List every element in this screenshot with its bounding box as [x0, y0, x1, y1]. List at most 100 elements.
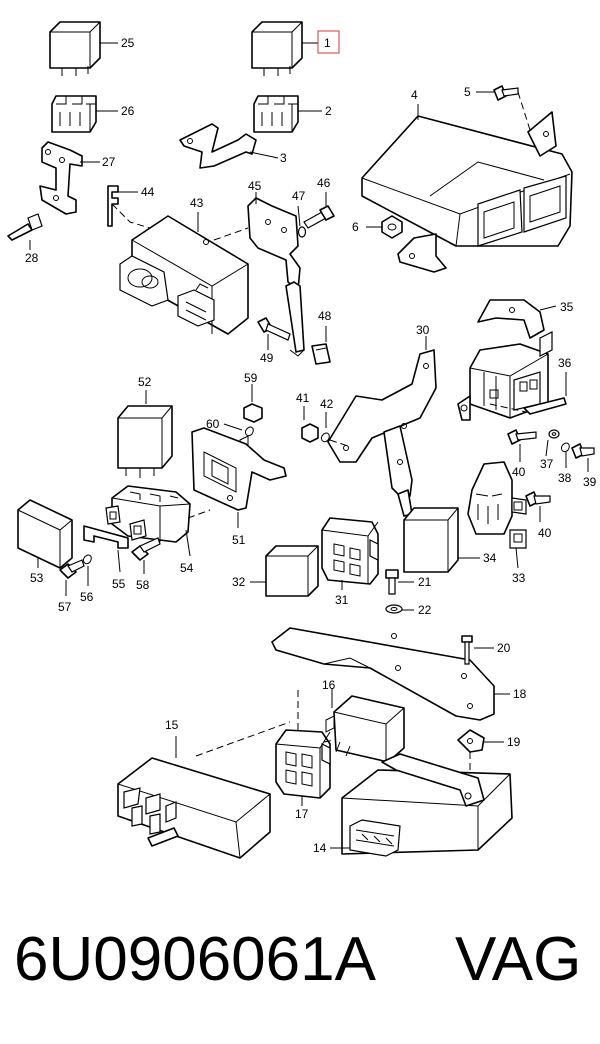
- callout-44: 44: [141, 185, 155, 199]
- callout-40b: 40: [538, 526, 552, 540]
- part-19-bracket: [457, 729, 485, 753]
- callout-60: 60: [206, 417, 220, 431]
- callout-1: 1: [324, 36, 331, 50]
- part-4-control-housing: [361, 111, 573, 273]
- part-33-relay-sockets: [467, 461, 527, 549]
- part-35-relay-bracket: [457, 299, 553, 421]
- callout-51: 51: [232, 533, 246, 547]
- part-5-screw: [493, 85, 519, 101]
- callout-34: 34: [483, 551, 497, 565]
- callout-30: 30: [416, 323, 430, 337]
- callout-37: 37: [540, 457, 554, 471]
- callout-25: 25: [121, 36, 135, 50]
- callout-31: 31: [335, 593, 349, 607]
- part-60-spring-washer: [245, 426, 254, 437]
- part-59-nut: [243, 403, 263, 423]
- part-20-screw: [461, 635, 473, 665]
- part-15-control-unit: [117, 757, 271, 859]
- part-40-screw-lower: [525, 491, 551, 507]
- part-18-mounting-plate: [271, 627, 495, 721]
- part-6-nut: [381, 215, 403, 239]
- part-47-washer: [297, 226, 307, 238]
- callout-56: 56: [80, 590, 94, 604]
- part-56-spring-washer: [83, 554, 92, 565]
- callout-53: 53: [30, 571, 44, 585]
- callout-27: 27: [102, 155, 116, 169]
- callout-14: 14: [313, 841, 327, 855]
- callout-18: 18: [513, 687, 527, 701]
- callout-15: 15: [165, 718, 179, 732]
- part-48-clip: [311, 343, 331, 365]
- callout-54: 54: [180, 561, 194, 575]
- part-30-main-bracket: [327, 349, 437, 517]
- part-41-nut: [301, 423, 319, 443]
- part-37-washer: [548, 429, 560, 439]
- callout-33: 33: [512, 571, 526, 585]
- callout-2: 2: [325, 104, 332, 118]
- callout-19: 19: [507, 735, 521, 749]
- callout-40a: 40: [512, 465, 526, 479]
- callout-35: 35: [560, 300, 574, 314]
- callout-42: 42: [320, 397, 334, 411]
- part-53-cover: [17, 499, 73, 569]
- callout-46: 46: [317, 176, 331, 190]
- part-caption: 6U0906061A VAG: [14, 920, 594, 1020]
- part-42-spring-washer: [321, 432, 330, 443]
- part-28-rivet: [7, 213, 43, 241]
- part-46-bolt: [303, 205, 335, 229]
- callout-39: 39: [583, 475, 597, 489]
- part-45-bracket: [247, 197, 305, 357]
- part-2-relay-socket: [253, 95, 299, 133]
- part-17-connector: [275, 729, 331, 799]
- callout-3: 3: [280, 151, 287, 165]
- brand-name: VAG: [455, 925, 582, 994]
- callout-48: 48: [318, 309, 332, 323]
- part-54-relay-carrier: [105, 485, 191, 543]
- callout-17: 17: [295, 807, 309, 821]
- part-57-screw: [59, 559, 85, 579]
- callout-43: 43: [190, 196, 204, 210]
- part-1-relay: [251, 21, 303, 76]
- callout-22: 22: [418, 603, 432, 617]
- callout-57: 57: [58, 600, 72, 614]
- part-21-screw: [385, 569, 399, 595]
- part-26-relay-socket: [51, 95, 97, 133]
- part-14-control-unit: [341, 753, 513, 857]
- callout-20: 20: [497, 641, 511, 655]
- part-43-control-unit: [119, 215, 249, 335]
- part-51-bracket: [191, 427, 287, 511]
- exploded-parts-diagram: 25 1 26 2 3 27: [7, 21, 597, 859]
- callout-4: 4: [411, 88, 418, 102]
- callout-36: 36: [558, 356, 572, 370]
- callout-5: 5: [464, 85, 471, 99]
- part-22-washer: [385, 604, 403, 614]
- callout-16: 16: [322, 678, 336, 692]
- callout-21: 21: [418, 575, 432, 589]
- part-49-bolt: [257, 317, 291, 341]
- part-40-screw-upper: [507, 429, 537, 445]
- callout-32: 32: [232, 575, 246, 589]
- part-39-screw: [571, 443, 595, 459]
- part-34-relay: [403, 507, 459, 573]
- callout-41: 41: [296, 391, 310, 405]
- callout-59: 59: [244, 371, 258, 385]
- part-number: 6U0906061A: [14, 925, 376, 994]
- part-44-clip: [107, 185, 119, 227]
- part-55-clip: [83, 525, 129, 549]
- part-58-screw: [131, 537, 161, 561]
- part-52-relay: [117, 405, 173, 478]
- callout-26: 26: [121, 104, 135, 118]
- part-38-spring-washer: [561, 442, 570, 453]
- highlight-box: [317, 30, 340, 54]
- callout-49: 49: [260, 351, 274, 365]
- callout-38: 38: [558, 471, 572, 485]
- callout-28: 28: [25, 251, 39, 265]
- part-32-relay: [265, 545, 319, 597]
- part-27-bracket: [39, 141, 83, 215]
- part-3-bracket: [179, 123, 257, 169]
- part-31-connector: [321, 517, 379, 585]
- part-25-relay: [49, 21, 101, 76]
- callout-47: 47: [292, 189, 306, 203]
- callout-6: 6: [352, 220, 359, 234]
- callout-45: 45: [248, 179, 262, 193]
